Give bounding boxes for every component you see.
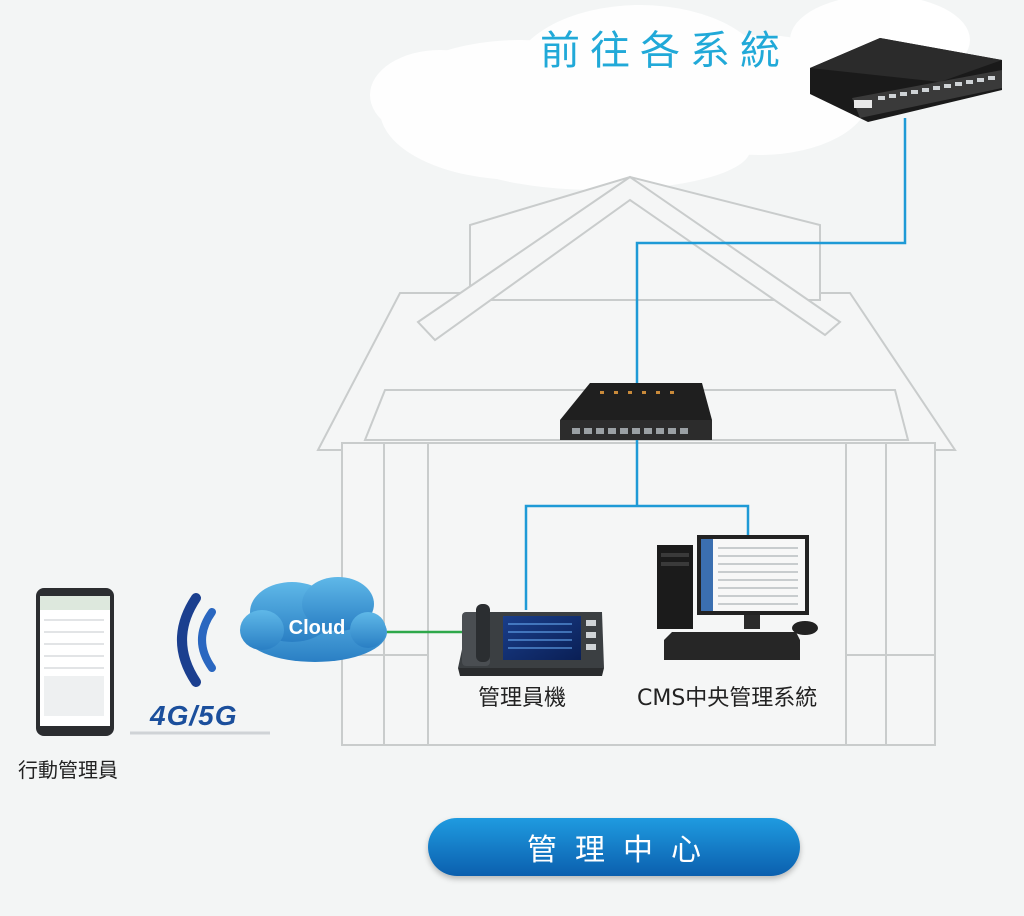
main-switch-icon: [810, 38, 1002, 122]
mobile-admin-label: 行動管理員: [18, 758, 118, 782]
smartphone-icon: [36, 588, 114, 736]
admin-unit-label: 管理員機: [478, 686, 567, 711]
cms-label: CMS中央管理系統: [637, 686, 818, 711]
cms-computer-icon: [657, 535, 818, 660]
management-center-label: 管理中心: [527, 833, 719, 868]
network-label: 4G/5G: [150, 700, 238, 731]
background-cloud: [370, 0, 970, 190]
cloud-label: Cloud: [288, 617, 346, 639]
page-title: 前往各系統: [540, 28, 790, 74]
wireless-signal-icon: [177, 593, 216, 687]
cloud-icon: [240, 577, 387, 662]
management-center-button[interactable]: 管理中心: [428, 818, 800, 876]
network-links: [524, 118, 907, 610]
poe-switch-icon: [560, 383, 712, 440]
admin-console-icon: [458, 604, 604, 676]
